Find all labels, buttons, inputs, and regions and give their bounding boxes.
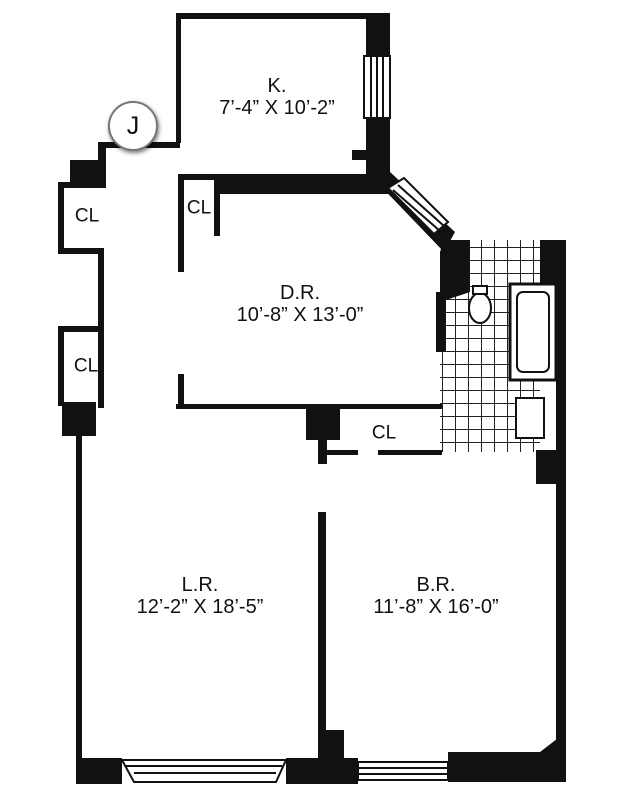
room-dimensions-living-room: 12’-2” X 18’-5” bbox=[136, 596, 264, 619]
room-dimensions-bedroom: 11’-8” X 16’-0” bbox=[373, 596, 499, 619]
room-label-living-room: L.R. 12’-2” X 18’-5” bbox=[137, 574, 264, 619]
room-dimensions-dining-room: 10’-8” X 13’-0” bbox=[236, 304, 364, 327]
room-name-kitchen: K. bbox=[267, 75, 287, 97]
room-dimensions-kitchen: 7’-4” X 10’-2” bbox=[219, 97, 335, 120]
room-label-bedroom: B.R. 11’-8” X 16’-0” bbox=[373, 574, 498, 619]
closet-label-bedroom: CL bbox=[371, 422, 397, 444]
corner-window bbox=[386, 176, 450, 236]
room-name-dining-room: D.R. bbox=[280, 282, 320, 304]
closet-label-hall-lower: CL bbox=[73, 355, 99, 377]
living-room-window bbox=[120, 759, 288, 783]
room-label-dining-room: D.R. 10’-8” X 13’-0” bbox=[237, 282, 364, 327]
room-label-kitchen: K. 7’-4” X 10’-2” bbox=[219, 75, 335, 120]
room-name-bedroom: B.R. bbox=[416, 574, 456, 596]
bedroom-window bbox=[357, 761, 449, 781]
bathtub bbox=[508, 282, 558, 382]
closet-label-hall-upper: CL bbox=[74, 205, 100, 227]
sink bbox=[515, 397, 545, 439]
room-name-living-room: L.R. bbox=[181, 574, 219, 596]
kitchen-window bbox=[363, 55, 391, 119]
unit-letter-badge: J bbox=[108, 101, 158, 151]
toilet bbox=[468, 285, 492, 324]
closet-label-dining: CL bbox=[186, 197, 212, 219]
